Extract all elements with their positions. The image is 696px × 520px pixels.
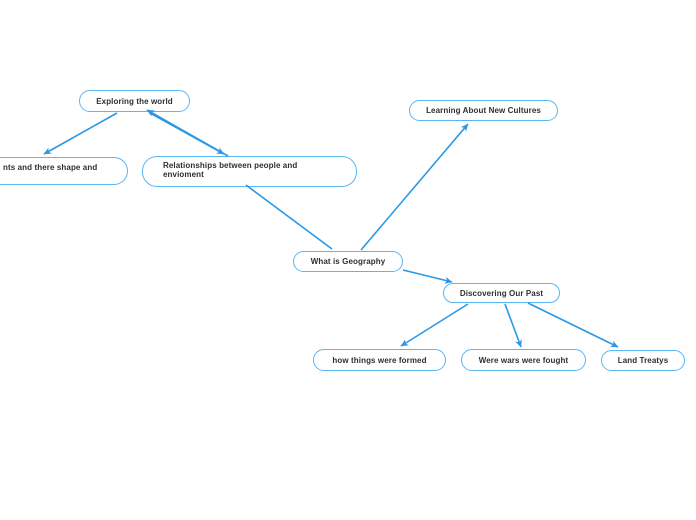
node-what-is-geography[interactable]: What is Geography — [293, 251, 403, 272]
node-label: Exploring the world — [96, 96, 173, 106]
edge-relationships-to-whatisgeography-line — [245, 184, 333, 250]
node-learning-about-new-cultures[interactable]: Learning About New Cultures — [409, 100, 558, 121]
edge-relationships-to-exploring-arrow — [146, 109, 229, 157]
node-continents-shape[interactable]: nts and there shape and — [0, 157, 128, 185]
node-relationships-people-envioment[interactable]: Relationships between people and enviome… — [142, 156, 357, 187]
node-label: Relationships between people and enviome… — [163, 161, 298, 179]
node-discovering-our-past[interactable]: Discovering Our Past — [443, 283, 560, 303]
node-land-treatys[interactable]: Land Treatys — [601, 350, 685, 371]
edge-discovering-to-werewars-arrow — [504, 303, 522, 348]
edge-exploring-to-continents-arrow — [43, 112, 118, 155]
node-exploring-the-world[interactable]: Exploring the world — [79, 90, 190, 112]
node-label: Were wars were fought — [478, 355, 569, 365]
node-how-things-were-formed[interactable]: how things were formed — [313, 349, 446, 371]
edge-exploring-to-relationships-arrow — [149, 112, 225, 155]
edge-whatisgeography-to-discovering-arrow — [402, 269, 453, 284]
node-label: Land Treatys — [617, 356, 669, 365]
edge-discovering-to-landtreatys-arrow — [527, 302, 619, 348]
node-were-wars-were-fought[interactable]: Were wars were fought — [461, 349, 586, 371]
node-label: What is Geography — [310, 257, 386, 266]
node-label: how things were formed — [332, 355, 427, 365]
node-label: Learning About New Cultures — [426, 106, 541, 115]
node-label: Discovering Our Past — [459, 288, 544, 298]
edge-discovering-to-howthings-arrow — [400, 303, 469, 347]
node-label: nts and there shape and — [3, 163, 98, 172]
edge-whatisgeography-to-learning-arrow — [360, 123, 469, 251]
